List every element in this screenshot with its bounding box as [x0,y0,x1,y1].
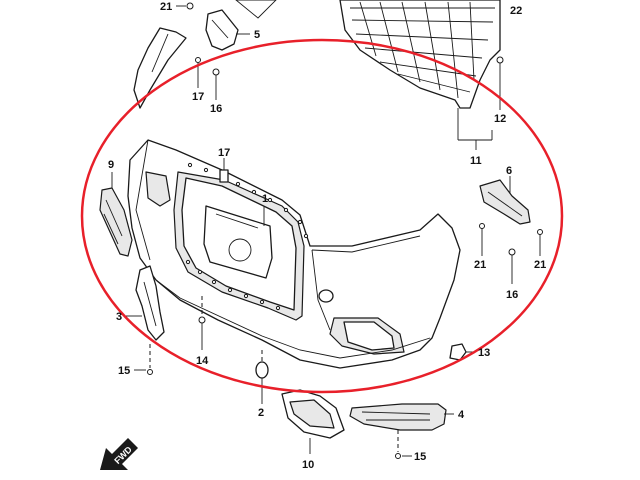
clip-part-17 [219,158,229,183]
callout-21: 21 [160,1,172,13]
callout-16: 16 [210,103,222,115]
mounting-plate-outline [235,0,277,19]
callout-6: 6 [506,165,512,177]
side-extension-left [133,27,187,109]
callout-15: 15 [118,365,130,377]
screw-fasteners [134,2,543,459]
callout-11: 11 [470,155,482,167]
callout-12: 12 [494,113,506,125]
bracket-part-5 [205,9,250,51]
callout-9: 9 [108,159,114,171]
callout-labels: 21 5 22 17 16 12 11 17 9 1 6 21 21 16 3 … [108,1,546,471]
grille-part [339,0,501,150]
callout-13: 13 [478,347,490,359]
callout-1: 1 [262,193,268,205]
fastener-part-13 [449,343,476,361]
callout-2: 2 [258,407,264,419]
highlight-ellipse [80,38,564,394]
callout-21: 21 [474,259,486,271]
callout-4: 4 [458,409,465,421]
callout-15: 15 [414,451,426,463]
callout-14: 14 [196,355,209,367]
lower-bracket-part-4 [349,403,454,431]
tow-cap-part-2 [255,350,269,404]
callout-22: 22 [510,5,522,17]
callout-5: 5 [254,29,260,41]
callout-3: 3 [116,311,122,323]
lower-bracket-part-3 [126,265,165,341]
bumper-cover-part [127,139,461,369]
side-bracket-part-6 [479,176,531,225]
side-bracket-part-9 [99,172,133,257]
callout-16: 16 [506,289,518,301]
callout-17: 17 [218,147,230,159]
callout-21: 21 [534,259,546,271]
callout-21: 17 [192,91,204,103]
callout-10: 10 [302,459,314,471]
fog-bezel-part-10 [281,389,345,454]
fwd-arrow-icon: FWD [100,438,138,470]
